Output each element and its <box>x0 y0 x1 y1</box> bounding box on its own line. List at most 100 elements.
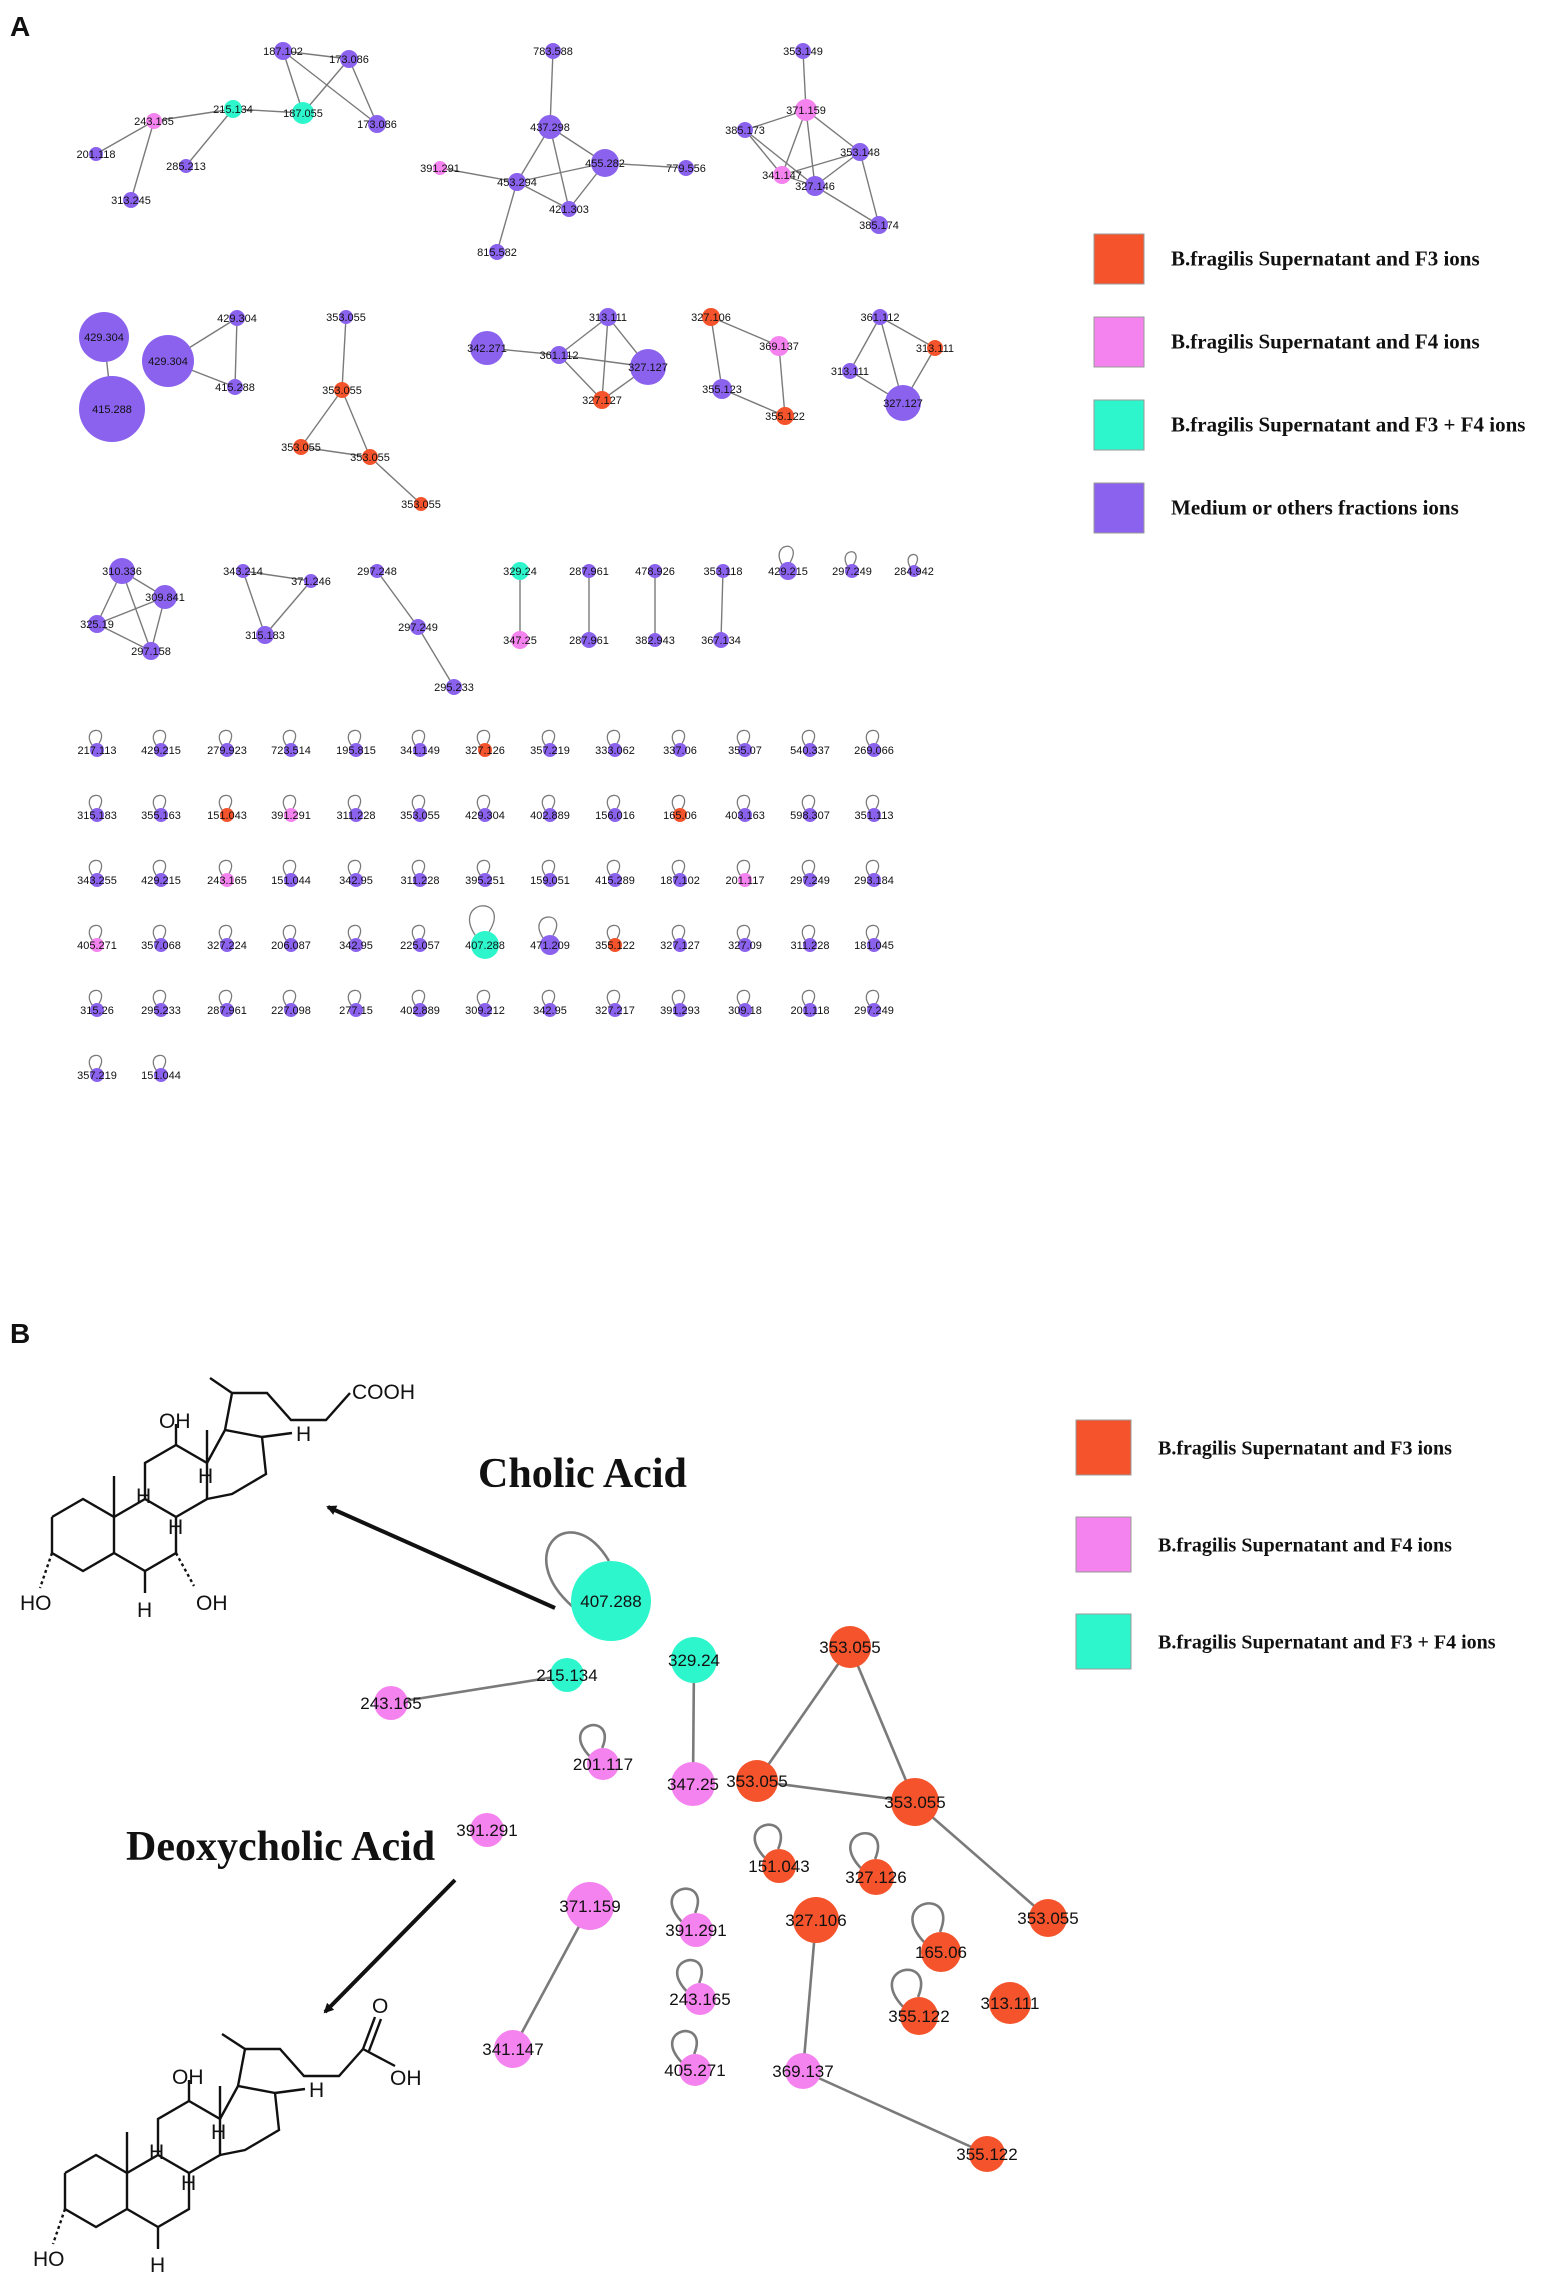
singleton-node: 342.95 <box>339 859 373 887</box>
node-B16 <box>1029 1899 1067 1937</box>
node-label: 327.224 <box>207 940 247 952</box>
edge-a3-a6 <box>153 108 234 122</box>
node-label-B15: 353.055 <box>884 1793 945 1812</box>
node-label: 269.066 <box>854 745 894 757</box>
node-B5 <box>671 1762 715 1806</box>
edge-c2-c4 <box>805 109 861 153</box>
node-d2 <box>142 335 194 387</box>
node-circle <box>803 873 817 887</box>
edge-c6-c7 <box>814 185 880 226</box>
node-label: 195.815 <box>336 745 376 757</box>
node-label-B20: 165.06 <box>915 1943 967 1962</box>
singleton-node: 402.889 <box>400 989 440 1017</box>
node-label: 355.122 <box>595 940 635 952</box>
self-loop <box>476 794 491 811</box>
node-circle <box>803 1003 817 1017</box>
node-label: 341.149 <box>400 745 440 757</box>
deoxy-oh-12: OH <box>172 2066 204 2089</box>
node-label: 165.06 <box>663 810 697 822</box>
singleton-node: 391.293 <box>660 989 700 1017</box>
node-B9 <box>494 2030 532 2068</box>
singleton-node: 723.514 <box>271 729 311 757</box>
legend-swatch-other <box>1093 482 1145 534</box>
edge-g3-g4 <box>721 388 786 417</box>
node-circle <box>867 873 881 887</box>
node-e1 <box>339 310 353 324</box>
node-B12 <box>679 2054 711 2086</box>
node-label-b2: 437.298 <box>530 122 570 134</box>
self-loop <box>88 924 103 941</box>
node-circle <box>284 873 298 887</box>
node-label: 415.289 <box>595 875 635 887</box>
node-label: 315.26 <box>80 1005 114 1017</box>
edge-e3-e4 <box>300 446 371 458</box>
edge-B8-B9 <box>511 1905 592 2050</box>
self-loop <box>541 794 556 811</box>
node-b8 <box>489 244 505 260</box>
node-circle <box>803 938 817 952</box>
node-circle <box>478 873 492 887</box>
node-label: 277.15 <box>339 1005 373 1017</box>
edge-a1-a5 <box>282 50 378 125</box>
node-g2 <box>769 336 789 356</box>
self-loop <box>671 729 686 746</box>
node-circle <box>673 1003 687 1017</box>
node-label-n2: 382.943 <box>635 635 675 647</box>
node-label-j3: 315.183 <box>245 630 285 642</box>
node-B17 <box>762 1849 796 1883</box>
self-loop <box>218 794 233 811</box>
singleton-node: 311.228 <box>791 924 829 952</box>
node-label-h4: 327.127 <box>883 398 923 410</box>
node-label-i4: 297.158 <box>131 646 171 658</box>
node-circle <box>608 938 622 952</box>
singleton-node: 201.117 <box>726 859 764 887</box>
node-n2 <box>648 633 662 647</box>
self-loop <box>347 794 362 811</box>
legend-label-F3: B.fragilis Supernatant and F3 ions <box>1171 247 1480 271</box>
self-loop <box>88 989 103 1006</box>
node-label-a8: 285.213 <box>166 161 206 173</box>
self-loop <box>736 924 751 941</box>
node-circle <box>90 1068 104 1082</box>
node-label-B3: 243.165 <box>360 1694 421 1713</box>
node-l1 <box>511 562 529 580</box>
node-label: 355.07 <box>728 745 762 757</box>
node-label: 540.337 <box>790 745 830 757</box>
node-label: 395.251 <box>465 875 505 887</box>
node-circle <box>673 938 687 952</box>
node-circle <box>284 743 298 757</box>
self-loop <box>671 924 686 941</box>
node-label: 357.219 <box>530 745 570 757</box>
edge-f1-f3 <box>558 316 609 356</box>
panel-b-label: B <box>10 1318 30 1349</box>
edge-k2-k3 <box>417 626 455 688</box>
self-loop <box>218 859 233 876</box>
node-j1 <box>236 564 250 578</box>
node-label-h1: 361.112 <box>861 312 900 324</box>
self-loop <box>282 729 297 746</box>
legend-swatch-F4 <box>1093 316 1145 368</box>
singleton-node: 165.06 <box>663 794 697 822</box>
node-circle <box>738 873 752 887</box>
self-loop <box>865 859 880 876</box>
node-o1 <box>716 564 730 578</box>
node-circle <box>673 808 687 822</box>
node-o2 <box>713 632 729 648</box>
edge-a2-a5 <box>348 58 378 125</box>
node-circle <box>220 938 234 952</box>
node-circle <box>349 808 363 822</box>
node-label: 156.016 <box>595 810 635 822</box>
singleton-node: 337.06 <box>663 729 697 757</box>
self-loop <box>347 924 362 941</box>
singleton-node: 195.815 <box>336 729 376 757</box>
node-circle <box>90 743 104 757</box>
self-loop <box>606 794 621 811</box>
legend-label-F4: B.fragilis Supernatant and F4 ions <box>1158 1535 1452 1557</box>
node-label-j1: 343.214 <box>223 566 263 578</box>
edge-d3-d5 <box>234 317 238 388</box>
edge-j1-j2 <box>242 570 312 582</box>
node-label-f1: 313.111 <box>589 312 627 324</box>
self-loop <box>801 859 816 876</box>
self-loop <box>476 729 491 746</box>
node-label: 402.889 <box>400 1005 440 1017</box>
